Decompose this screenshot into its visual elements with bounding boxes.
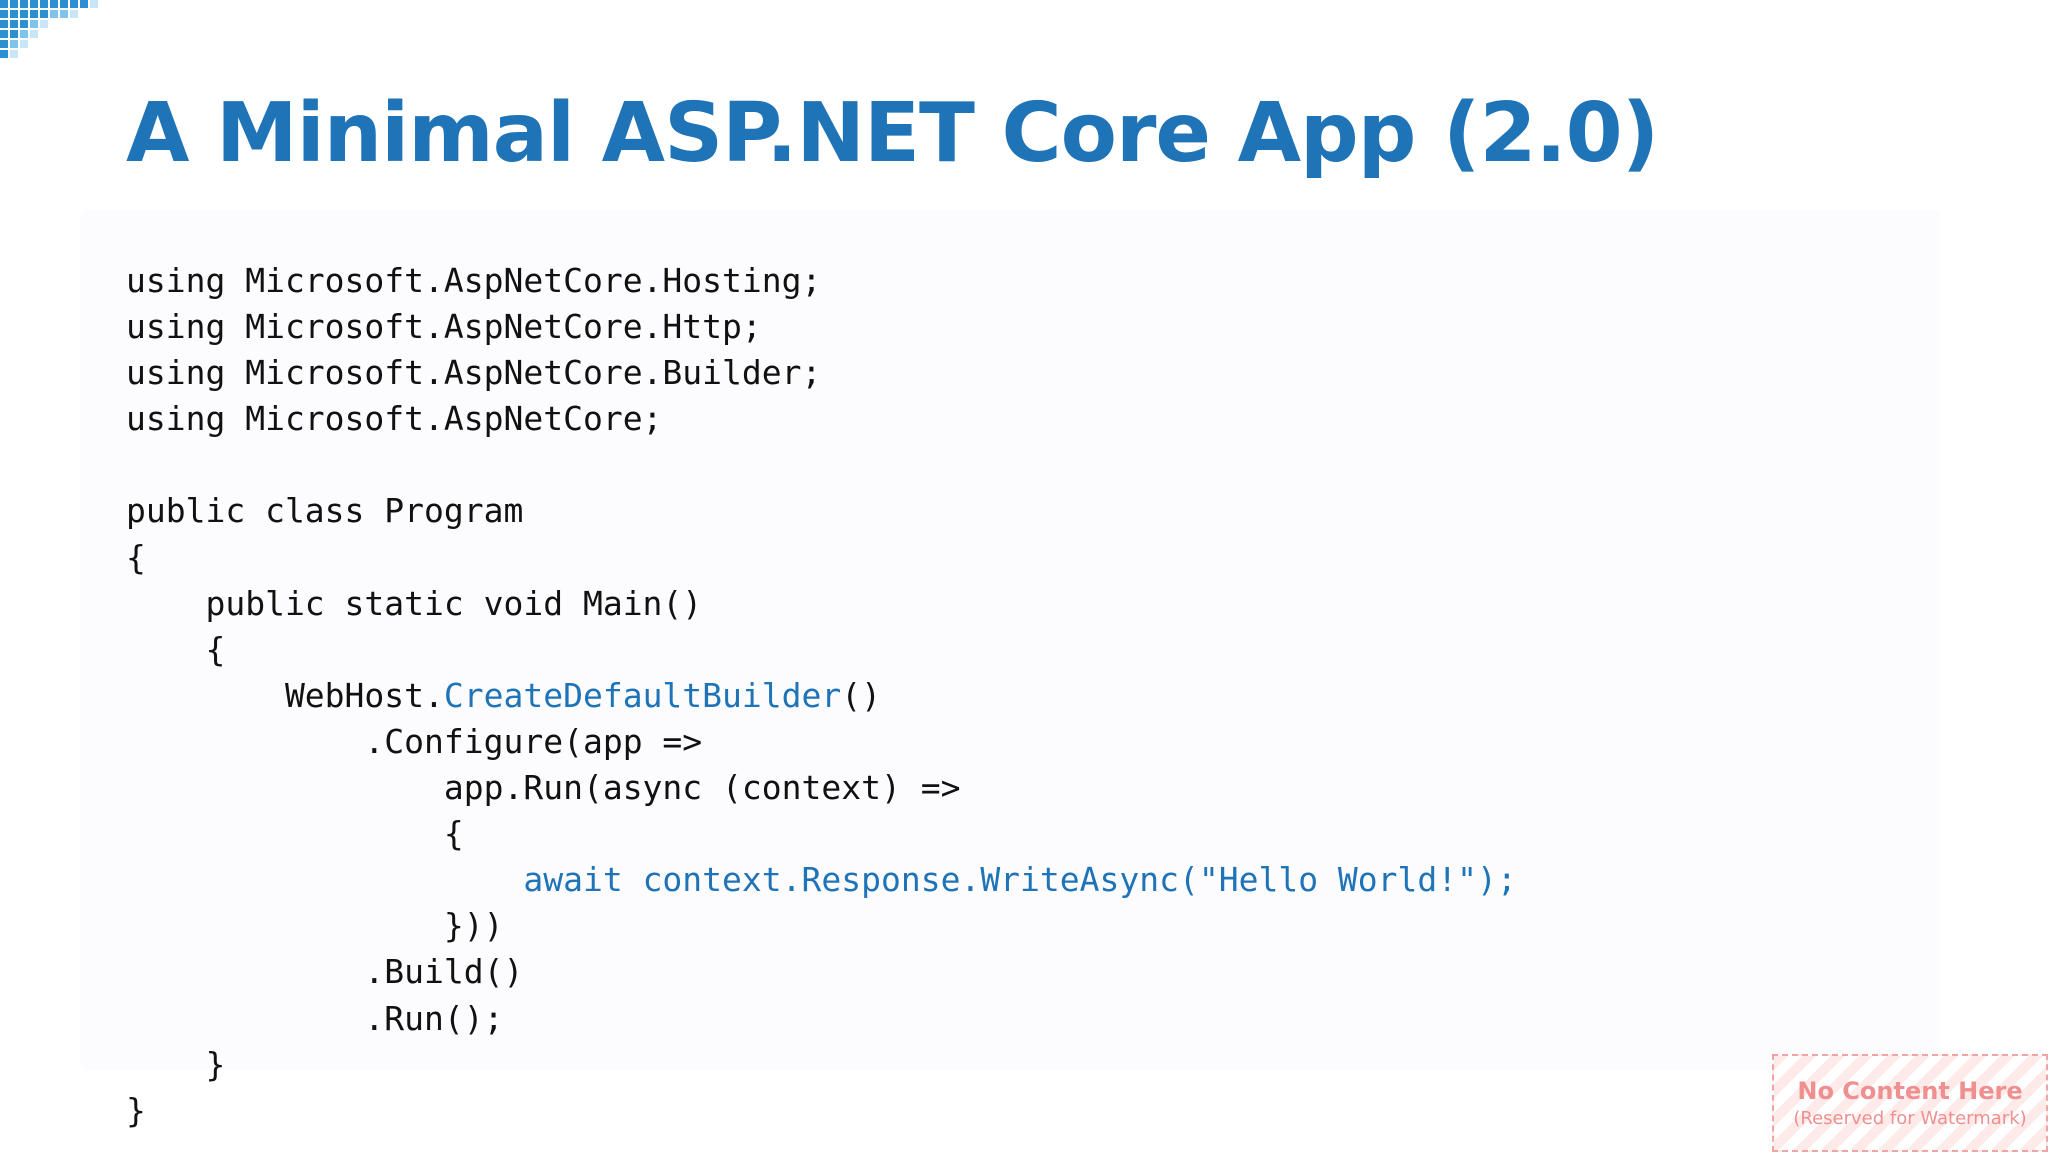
code-token: .Configure(app => xyxy=(126,721,703,761)
code-token: () xyxy=(841,675,881,715)
code-token: .Run(); xyxy=(126,998,504,1038)
code-line: { xyxy=(126,811,1517,857)
code-token: .Build() xyxy=(126,952,524,992)
code-line: using Microsoft.AspNetCore; xyxy=(126,396,1517,442)
code-line: public static void Main() xyxy=(126,581,1517,627)
code-line: await context.Response.WriteAsync("Hello… xyxy=(126,857,1517,903)
code-token: using Microsoft.AspNetCore.Http; xyxy=(126,307,762,347)
code-line: using Microsoft.AspNetCore.Hosting; xyxy=(126,258,1517,304)
code-line: } xyxy=(126,1088,1517,1134)
watermark-subtitle: (Reserved for Watermark) xyxy=(1793,1108,2027,1129)
code-line: using Microsoft.AspNetCore.Http; xyxy=(126,304,1517,350)
code-line: WebHost.CreateDefaultBuilder() xyxy=(126,673,1517,719)
code-token: { xyxy=(126,537,146,577)
code-panel-background xyxy=(80,210,1940,1070)
code-line: using Microsoft.AspNetCore.Builder; xyxy=(126,350,1517,396)
code-token: public class Program xyxy=(126,491,524,531)
code-token: using Microsoft.AspNetCore; xyxy=(126,399,663,439)
code-token: } xyxy=(126,1044,226,1084)
code-token: { xyxy=(126,629,226,669)
code-token xyxy=(126,860,523,899)
code-token: WebHost. xyxy=(126,675,444,715)
code-token: using Microsoft.AspNetCore.Builder; xyxy=(126,353,822,393)
code-token: } xyxy=(126,1090,146,1130)
watermark-placeholder: No Content Here (Reserved for Watermark) xyxy=(1772,1054,2048,1152)
code-line: })) xyxy=(126,903,1517,949)
watermark-title: No Content Here xyxy=(1797,1077,2023,1105)
code-token: using Microsoft.AspNetCore.Hosting; xyxy=(126,261,822,300)
code-line xyxy=(126,442,1517,488)
pixel-mosaic-decoration xyxy=(0,0,98,58)
code-token: app.Run(async (context) => xyxy=(126,768,961,808)
code-token: { xyxy=(126,814,464,854)
code-line: .Build() xyxy=(126,949,1517,995)
code-line: app.Run(async (context) => xyxy=(126,765,1517,811)
code-line: { xyxy=(126,535,1517,581)
code-line: public class Program xyxy=(126,488,1517,534)
code-token-highlight: CreateDefaultBuilder xyxy=(443,675,842,715)
slide-title: A Minimal ASP.NET Core App (2.0) xyxy=(126,86,1659,181)
code-token: public static void Main() xyxy=(126,583,703,623)
code-token-highlight: await context.Response.WriteAsync("Hello… xyxy=(523,860,1517,900)
code-line: { xyxy=(126,627,1517,673)
code-line: .Configure(app => xyxy=(126,719,1517,765)
code-line: .Run(); xyxy=(126,996,1517,1042)
code-block: using Microsoft.AspNetCore.Hosting; using… xyxy=(126,258,1517,1134)
code-token: })) xyxy=(126,906,504,946)
code-line: } xyxy=(126,1042,1517,1088)
